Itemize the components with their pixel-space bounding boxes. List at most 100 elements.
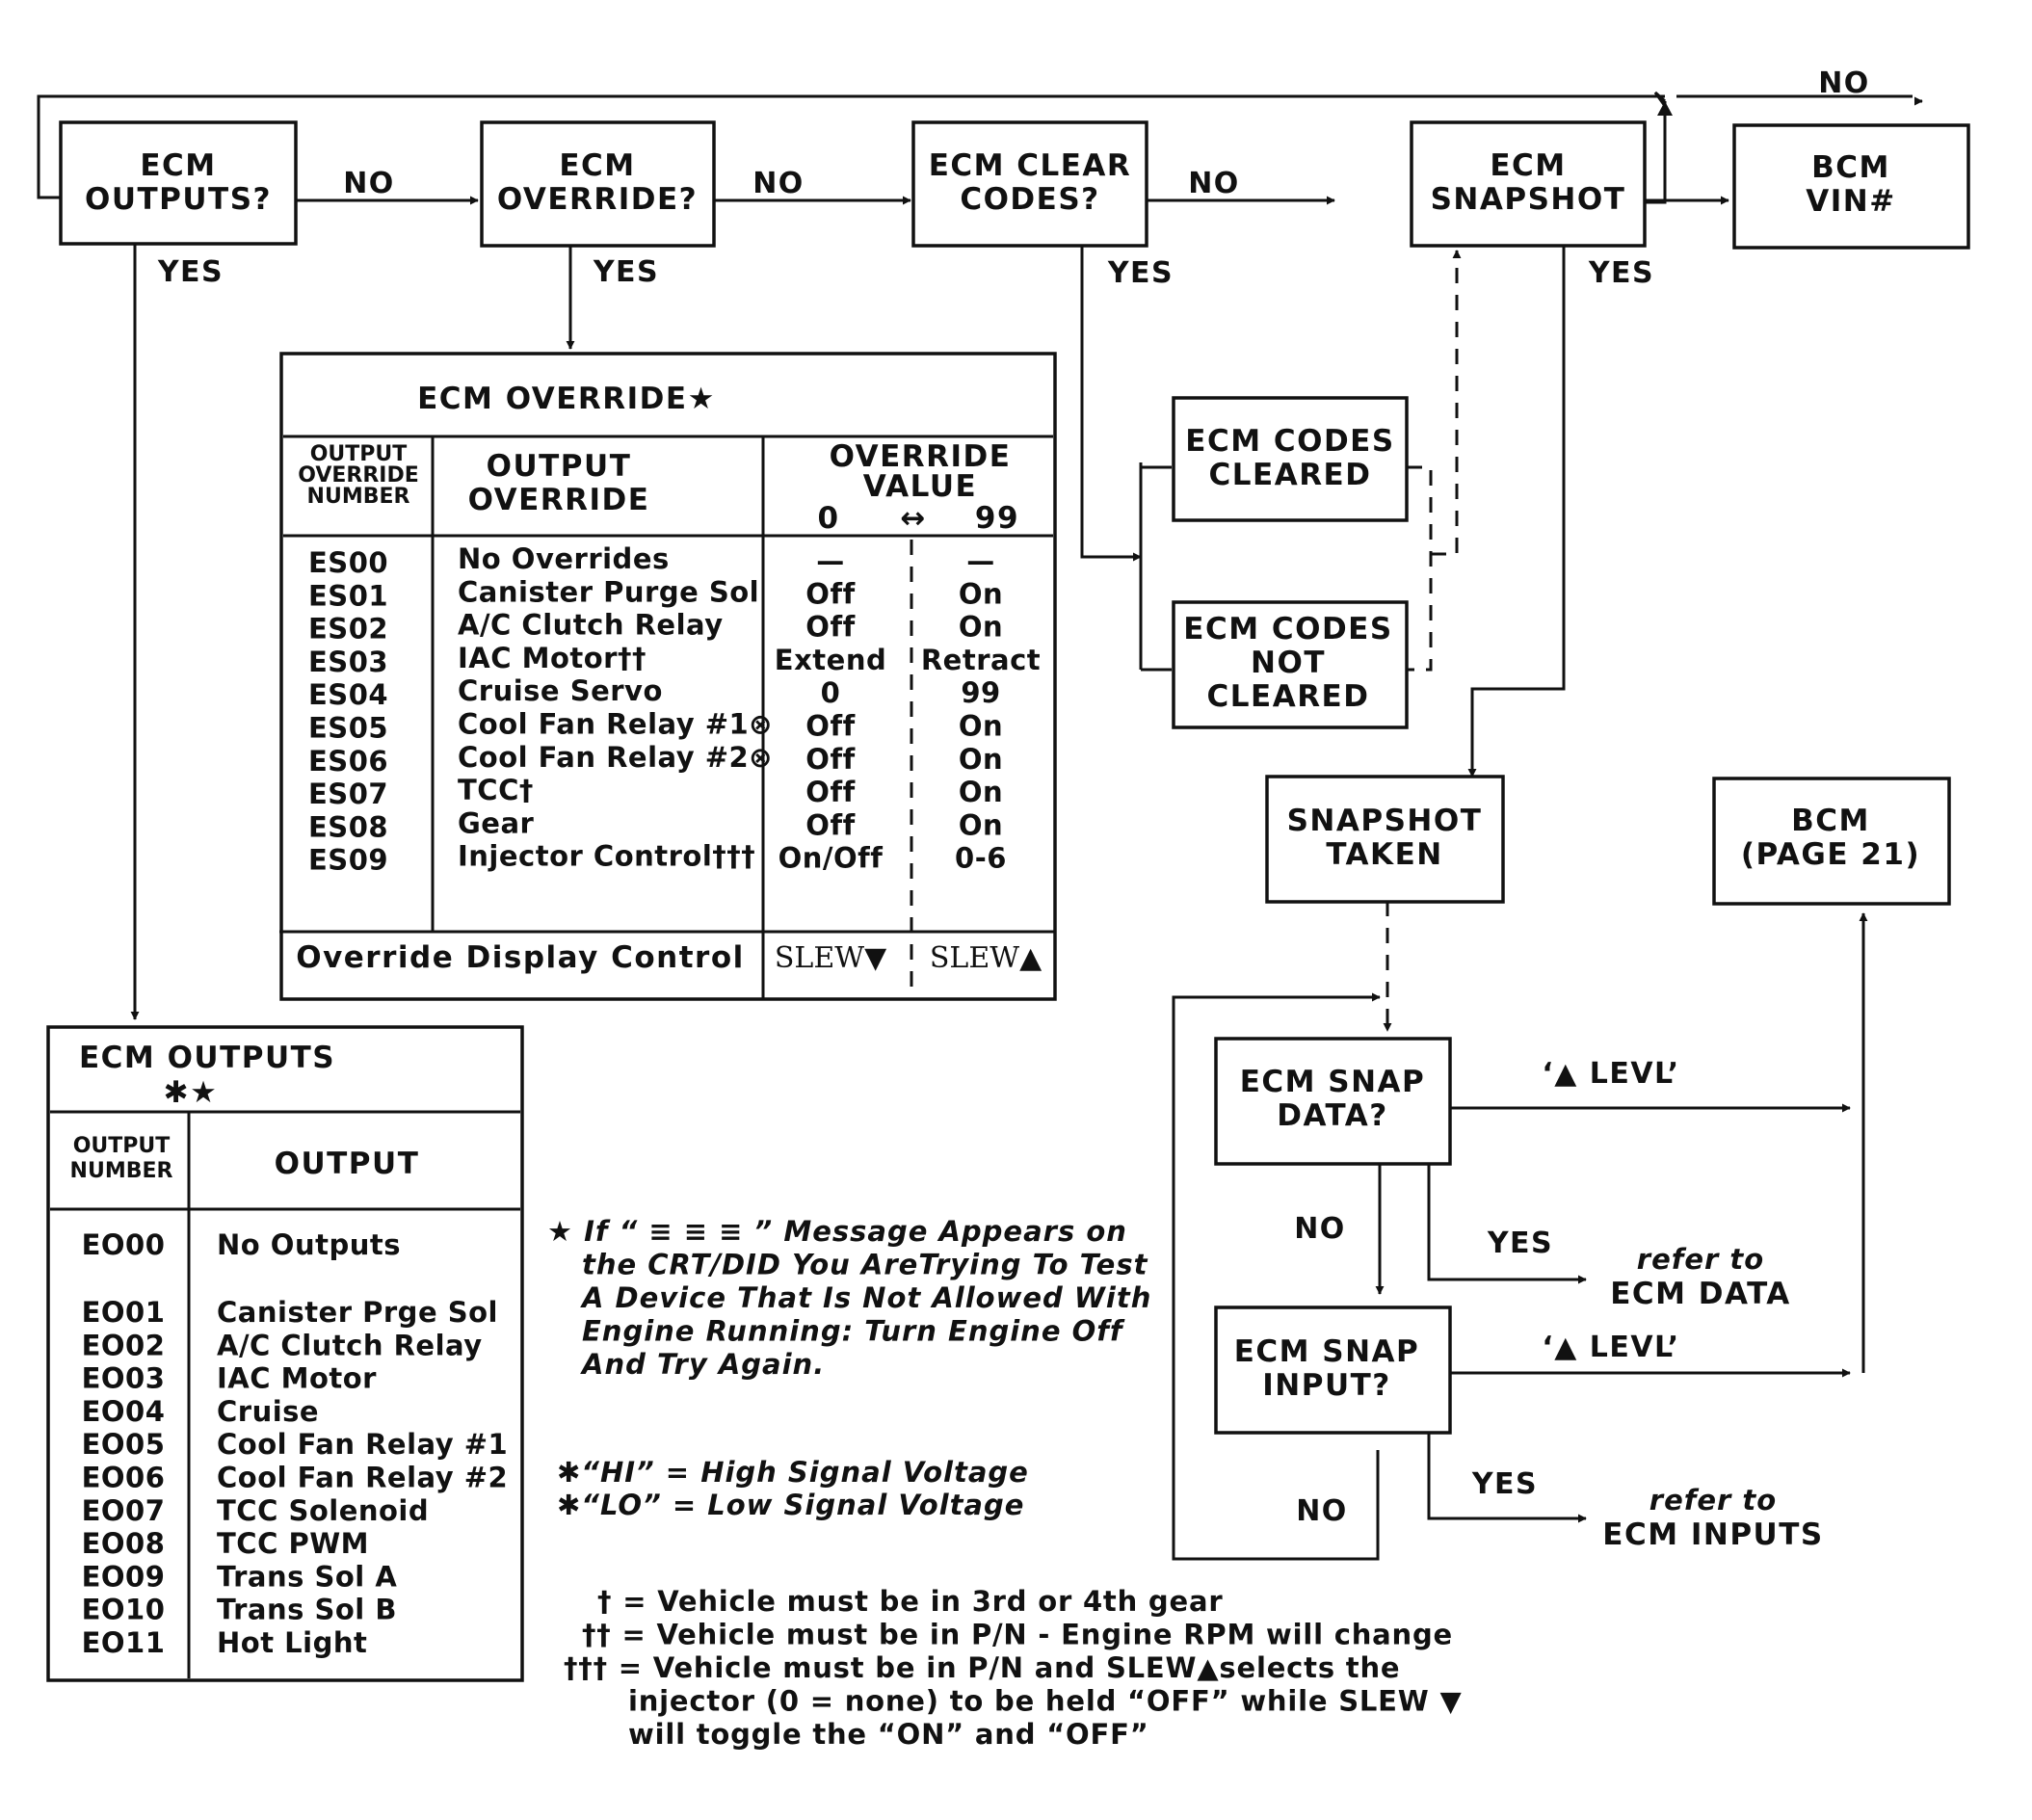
- refer-inputs-line-1: refer to: [1649, 1484, 1777, 1517]
- override-row-name: Canister Purge Sol: [458, 575, 759, 608]
- override-col-output-2: OVERRIDE: [468, 483, 650, 517]
- snap-input-label-2: INPUT?: [1262, 1368, 1391, 1403]
- override-value-high: 99: [975, 501, 1019, 536]
- outputs-col-number-1: OUTPUT: [73, 1134, 171, 1158]
- override-row-high: Retract: [921, 644, 1041, 676]
- outputs-table-title-mark: ✱★: [164, 1075, 219, 1110]
- codes-cleared-label-1: ECM CODES: [1185, 424, 1394, 459]
- codes-not-cleared-label-1: ECM CODES: [1183, 612, 1392, 646]
- override-row-low: 0: [821, 676, 841, 709]
- override-col-number-1: OUTPUT: [310, 442, 408, 466]
- note-star-line: And Try Again.: [580, 1348, 825, 1381]
- output-row-name: TCC Solenoid: [217, 1494, 429, 1527]
- slew-down: SLEW▼: [775, 941, 886, 975]
- label-no-snap-data: NO: [1294, 1212, 1346, 1246]
- slew-up: SLEW▲: [930, 941, 1042, 975]
- override-row-low: Off: [805, 776, 855, 808]
- arrow-snap-input-yes: [1427, 1431, 1587, 1523]
- ecm-snapshot-label-1: ECM: [1490, 148, 1566, 183]
- refer-ecm-inputs: refer to ECM INPUTS: [1602, 1484, 1823, 1552]
- override-table: ECM OVERRIDE★ OUTPUT OVERRIDE NUMBER OUT…: [279, 352, 1057, 1001]
- note-hilo-line: ✱“HI” = High Signal Voltage: [557, 1456, 1029, 1489]
- override-value-low: 0: [817, 501, 839, 536]
- output-row-code: EO10: [82, 1594, 166, 1626]
- output-row-name: IAC Motor: [217, 1362, 377, 1395]
- override-row-low: —: [816, 544, 845, 577]
- override-col-output-1: OUTPUT: [487, 449, 632, 484]
- snapshot-taken-label-2: TAKEN: [1326, 837, 1442, 872]
- note-hilo-line: ✱“LO” = Low Signal Voltage: [557, 1489, 1024, 1521]
- connector-return-to-outputs: [37, 94, 1665, 199]
- override-row-code: ES06: [308, 745, 388, 778]
- box-snapshot-taken: SNAPSHOT TAKEN: [1265, 775, 1505, 904]
- override-row-name: No Overrides: [458, 542, 670, 575]
- override-row-high: On: [959, 743, 1003, 776]
- ecm-snapshot-label-2: SNAPSHOT: [1431, 182, 1626, 217]
- dashed-return-to-snapshot: [1431, 250, 1462, 556]
- note-dagger-line: †† = Vehicle must be in P/N - Engine RPM…: [582, 1619, 1453, 1651]
- override-row-name: Injector Control†††: [458, 840, 755, 873]
- override-table-title: ECM OVERRIDE★: [417, 382, 716, 416]
- override-row-code: ES01: [308, 579, 388, 612]
- connector-bcm-loop-arrowhead: [1657, 101, 1673, 116]
- refer-data-line-2: ECM DATA: [1610, 1277, 1791, 1311]
- note-dagger-line: injector (0 = none) to be held “OFF” whi…: [628, 1685, 1463, 1718]
- note-dagger-line: will toggle the “ON” and “OFF”: [628, 1718, 1149, 1751]
- label-levl-2: ‘▲ LEVL’: [1542, 1331, 1679, 1364]
- box-ecm-snap-data: ECM SNAP DATA?: [1214, 1037, 1452, 1166]
- box-ecm-outputs: ECM OUTPUTS?: [59, 120, 298, 246]
- override-row-code: ES03: [308, 646, 388, 678]
- ecm-clear-codes-label-2: CODES?: [960, 182, 1099, 217]
- connectors: [37, 91, 1923, 1561]
- label-yes-snap-input: YES: [1471, 1467, 1538, 1501]
- override-row-high: 99: [961, 676, 1000, 709]
- codes-not-cleared-label-2: NOT: [1251, 646, 1326, 680]
- output-row-name: No Outputs: [217, 1228, 401, 1261]
- box-ecm-snapshot: ECM SNAPSHOT: [1410, 120, 1647, 248]
- override-row-low: Off: [805, 743, 855, 776]
- output-row-name: Canister Prge Sol: [217, 1296, 498, 1329]
- override-row-code: ES04: [308, 678, 388, 711]
- dashed-codes-bracket: [1407, 465, 1433, 672]
- label-yes-snap-data: YES: [1487, 1227, 1553, 1260]
- note-star-line: Engine Running: Turn Engine Off: [582, 1315, 1125, 1348]
- override-row-low: Off: [805, 710, 855, 743]
- override-col-value-1: OVERRIDE: [830, 439, 1012, 474]
- override-col-number-2: OVERRIDE: [298, 463, 419, 488]
- override-col-number-3: NUMBER: [307, 485, 410, 509]
- label-no-1: NO: [343, 167, 395, 200]
- codes-cleared-label-2: CLEARED: [1209, 458, 1372, 492]
- override-row-low: Off: [805, 577, 855, 610]
- override-row-high: 0-6: [955, 842, 1007, 875]
- ecm-override-label-2: OVERRIDE?: [497, 182, 698, 217]
- bcm-page-label-1: BCM: [1791, 804, 1870, 838]
- override-row-high: On: [959, 710, 1003, 743]
- override-col-value-2: VALUE: [863, 469, 977, 504]
- override-row-low: Off: [805, 611, 855, 644]
- refer-inputs-line-2: ECM INPUTS: [1602, 1517, 1823, 1552]
- override-row-low: Extend: [775, 644, 886, 676]
- ecm-clear-codes-label-1: ECM CLEAR: [929, 148, 1132, 183]
- override-row-low: Off: [805, 808, 855, 841]
- outputs-table: ECM OUTPUTS ✱★ OUTPUT NUMBER OUTPUT EO00…: [46, 1025, 524, 1682]
- arrow-clear-codes-yes: [1080, 246, 1142, 562]
- note-star-line: ★ If “ ≡ ≡ ≡ ” Message Appears on: [547, 1215, 1127, 1248]
- output-row-code: EO04: [82, 1395, 166, 1428]
- ecm-outputs-label-1: ECM: [140, 148, 216, 183]
- ecm-outputs-label-2: OUTPUTS?: [85, 182, 272, 217]
- box-bcm-page: BCM (PAGE 21): [1712, 777, 1951, 906]
- override-row-code: ES09: [308, 844, 388, 877]
- override-row-high: On: [959, 611, 1003, 644]
- output-row-code: EO01: [82, 1296, 166, 1329]
- output-row-code: EO11: [82, 1626, 166, 1659]
- snap-input-label-1: ECM SNAP: [1234, 1334, 1420, 1369]
- box-bcm-vin: BCM VIN#: [1732, 123, 1970, 250]
- box-ecm-clear-codes: ECM CLEAR CODES?: [911, 120, 1148, 248]
- output-row-code: EO09: [82, 1560, 166, 1593]
- output-row-name: Cool Fan Relay #1: [217, 1428, 508, 1461]
- arrow-snap-input-no-loop: [1172, 992, 1381, 1561]
- override-row-low: On/Off: [778, 842, 884, 875]
- output-row-name: TCC PWM: [217, 1527, 369, 1560]
- note-dagger-line: ††† = Vehicle must be in P/N and SLEW▲se…: [564, 1651, 1400, 1684]
